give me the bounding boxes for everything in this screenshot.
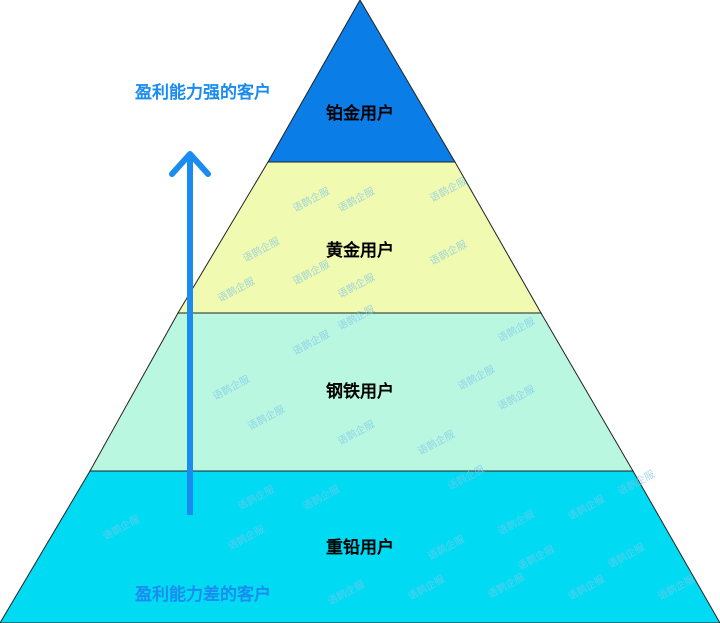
annotation-low-profit: 盈利能力差的客户 xyxy=(134,584,271,605)
level-label-lead: 重铅用户 xyxy=(326,537,394,558)
up-arrow-icon xyxy=(169,151,211,515)
level-label-gold: 黄金用户 xyxy=(326,240,394,261)
annotation-high-profit: 盈利能力强的客户 xyxy=(134,82,271,103)
pyramid-level-lead xyxy=(0,470,720,623)
level-label-platinum: 铂金用户 xyxy=(326,103,394,124)
pyramid-level-platinum xyxy=(267,0,456,163)
level-label-steel: 钢铁用户 xyxy=(326,381,394,402)
